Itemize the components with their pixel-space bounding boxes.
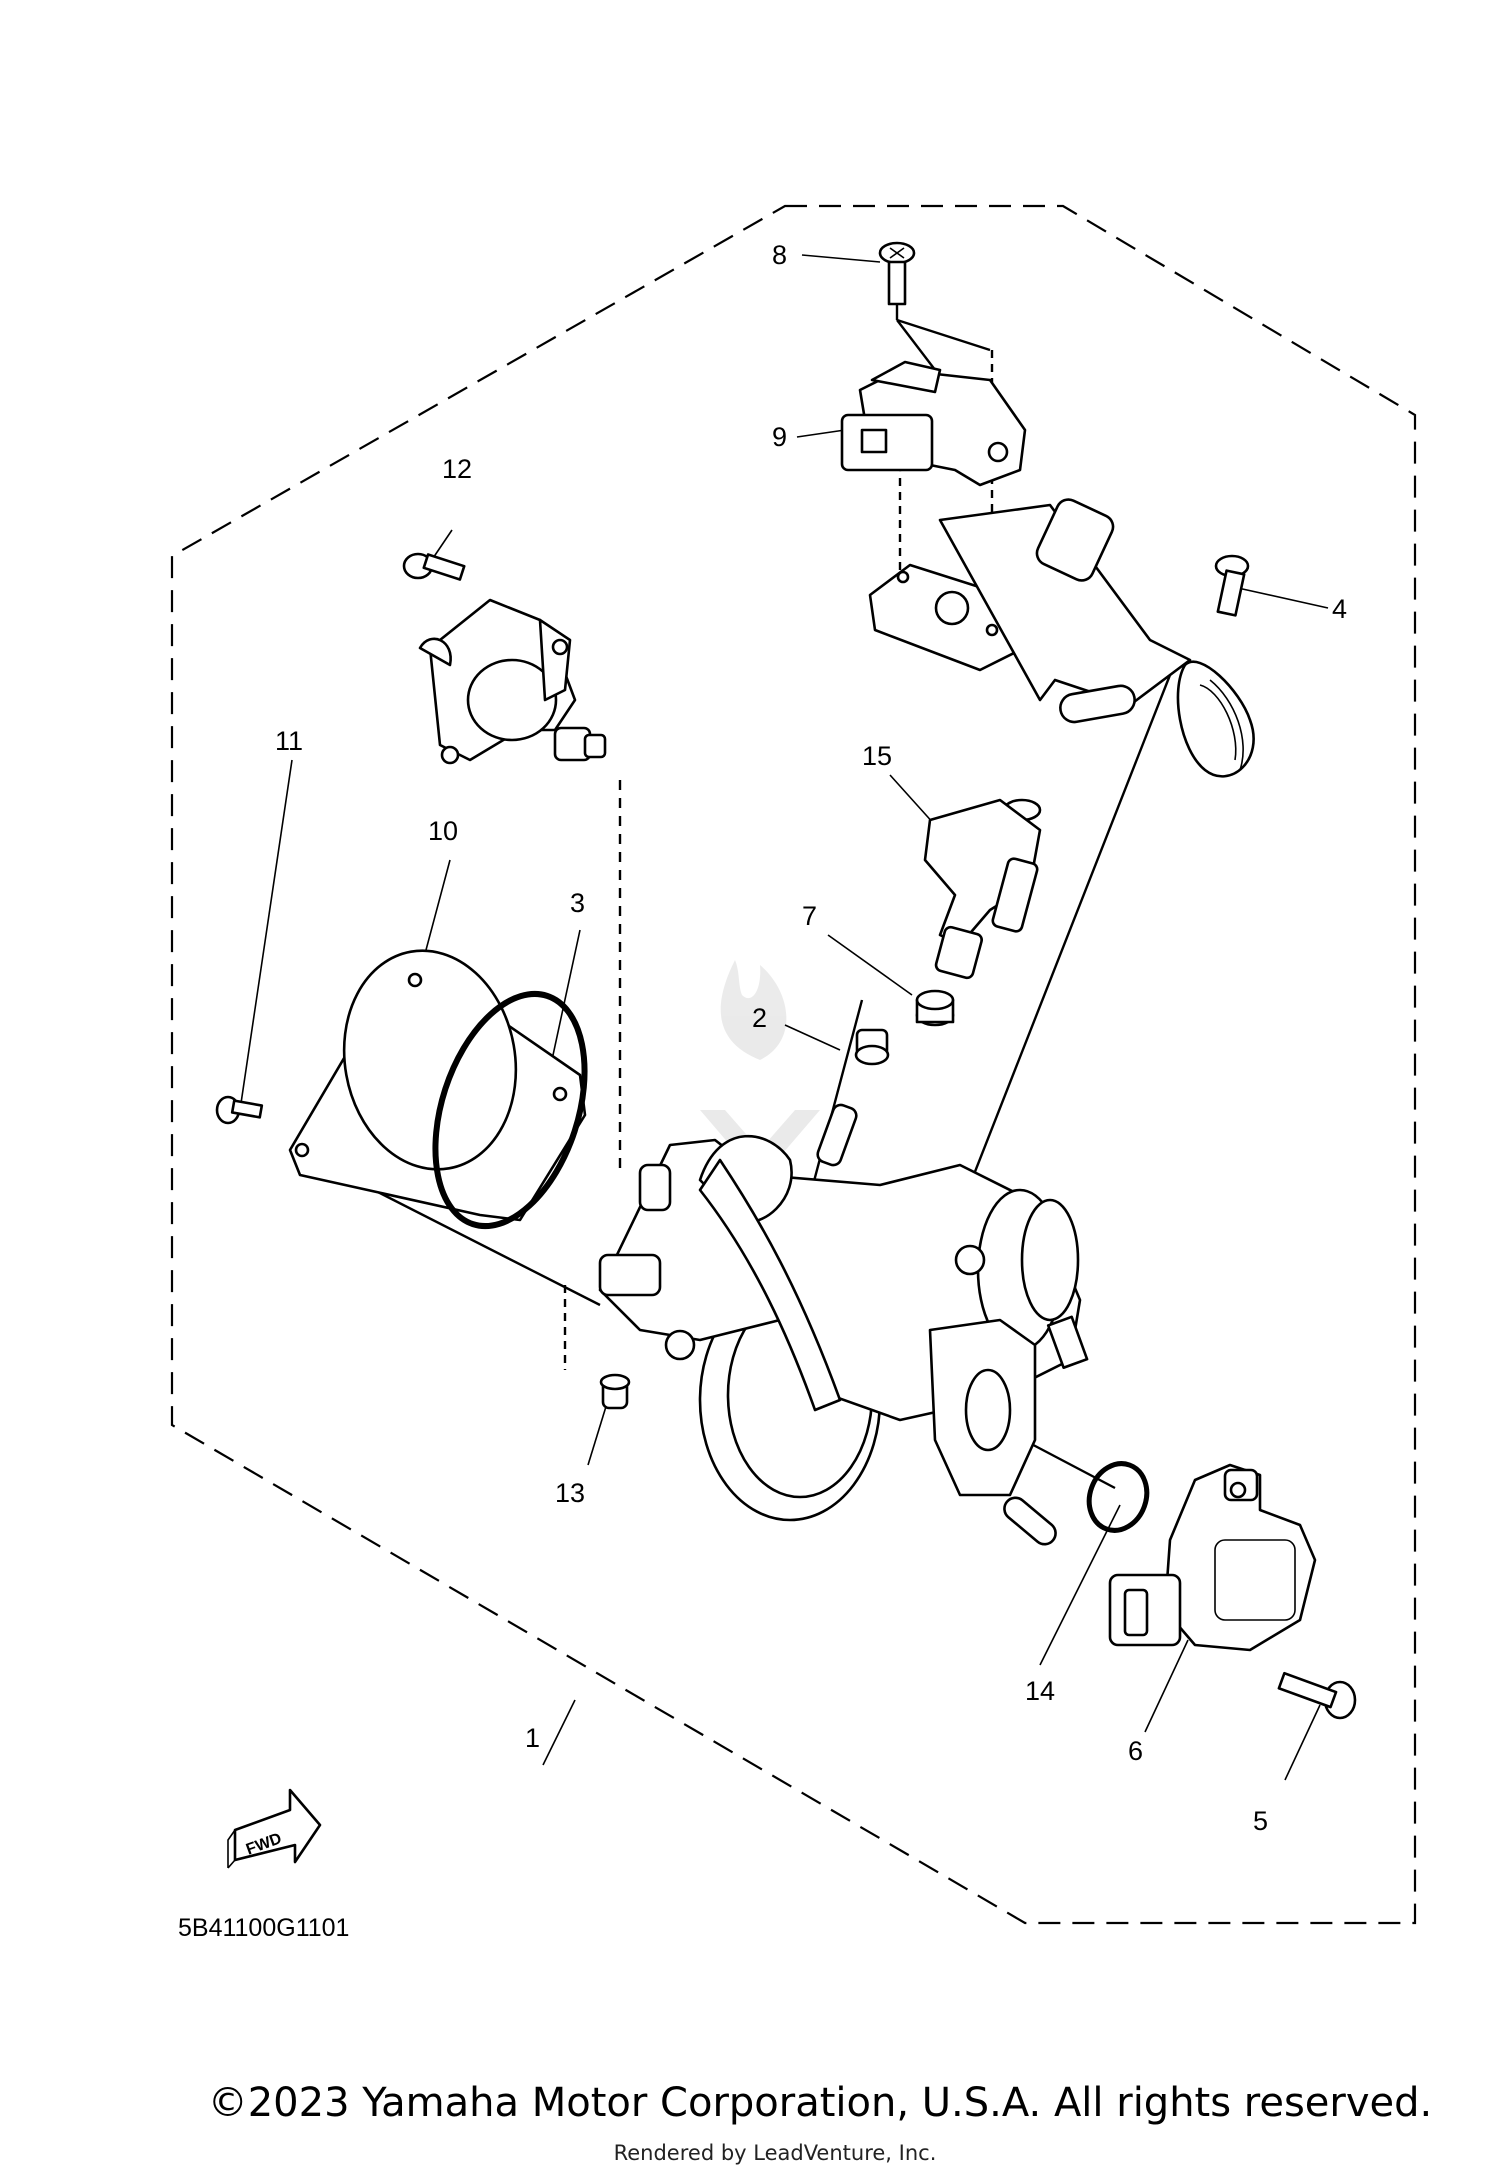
- bolt-11: [215, 1095, 264, 1125]
- fuel-rail-bracket: [868, 498, 1255, 778]
- rendered-by-notice: Rendered by LeadVenture, Inc.: [613, 2141, 937, 2165]
- callout-8: 8: [772, 240, 787, 270]
- figure-code: 5B41100G1101: [178, 1914, 349, 1942]
- plug-13: [599, 1373, 631, 1410]
- o-ring-3: [432, 990, 588, 1230]
- callout-7: 7: [802, 901, 817, 931]
- callout-9: 9: [772, 422, 787, 452]
- callout-5: 5: [1253, 1806, 1268, 1836]
- callout-10: 10: [428, 816, 458, 846]
- cap-2: [854, 1028, 890, 1066]
- callout-2: 2: [752, 1003, 767, 1033]
- callout-11: 11: [275, 726, 303, 756]
- callout-3: 3: [570, 888, 585, 918]
- screw-5: [1277, 1671, 1357, 1720]
- callout-12: 12: [442, 454, 472, 484]
- callout-15: 15: [862, 741, 892, 771]
- callout-4: 4: [1332, 594, 1347, 624]
- screw-8: [878, 241, 916, 306]
- throttle-body-1: [598, 1103, 1089, 1546]
- callout-6: 6: [1128, 1736, 1143, 1766]
- bolt-4: [1214, 554, 1250, 617]
- injector-15: [923, 798, 1042, 980]
- assembly-boundary: [170, 204, 1417, 1925]
- callout-1: 1: [525, 1723, 540, 1753]
- seal-7: [915, 989, 955, 1027]
- fwd-arrow-icon: FWD: [227, 1788, 322, 1869]
- callout-13: 13: [555, 1478, 585, 1508]
- gasket-10: [288, 949, 587, 1222]
- bolt-12: [402, 552, 466, 581]
- o-ring-14: [1086, 1461, 1150, 1533]
- sensor-9: [840, 360, 1027, 487]
- watermark-logo: [700, 960, 820, 1180]
- copyright-notice: ©2023 Yamaha Motor Corporation, U.S.A. A…: [207, 2080, 1433, 2126]
- callout-14: 14: [1025, 1676, 1055, 1706]
- idle-air-control-valve: [418, 598, 607, 765]
- throttle-position-sensor-6: [1108, 1463, 1317, 1652]
